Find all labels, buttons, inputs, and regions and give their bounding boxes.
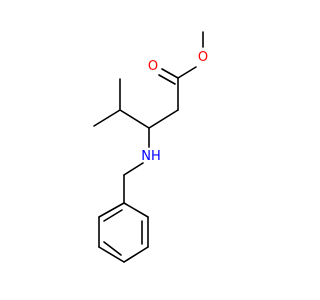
bond-ch-isopropyl-c: [119, 109, 150, 129]
structure-diagram: O O NH: [93, 31, 208, 263]
carbonyl-oxygen-label: O: [148, 59, 158, 74]
ether-oxygen-label: O: [198, 50, 208, 65]
ring-inner-bond-2: [103, 241, 122, 256]
ring-bond-4: [98, 246, 125, 263]
bond-carbonyl-double-2: [158, 74, 176, 85]
amine-nitrogen-label: NH: [141, 149, 161, 164]
bond-isopropyl-methyl-left: [93, 109, 121, 127]
bond-carbonyl-double-1: [161, 68, 179, 79]
ring-bond-3: [123, 246, 149, 263]
bond-ch2-ch: [148, 109, 179, 129]
bond-ether-o-carbonyl-c: [177, 66, 197, 79]
ring-inner-bond-3: [103, 209, 123, 222]
bond-nitrogen-ch2: [123, 162, 144, 176]
ring-bond-6: [98, 202, 125, 218]
molecule-structure: O O NH: [93, 31, 208, 263]
ring-bond-1: [123, 202, 149, 218]
